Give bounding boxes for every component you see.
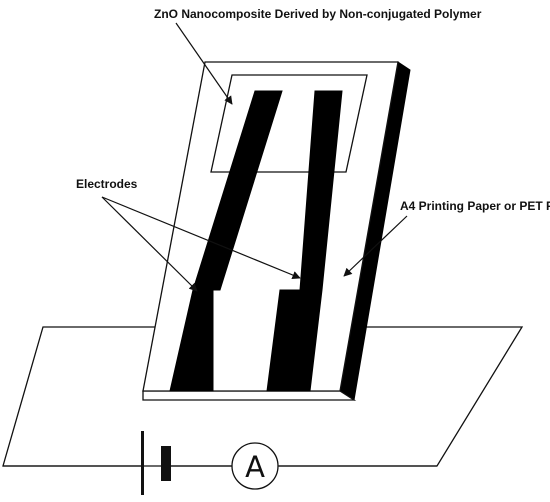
electrodes-label: Electrodes [76, 177, 138, 191]
substrate-label: A4 Printing Paper or PET Film [400, 199, 550, 213]
ammeter-icon: A [231, 442, 279, 490]
substrate-pointer-line [343, 215, 408, 277]
right-electrode [266, 90, 343, 392]
battery-negative-plate [161, 446, 171, 481]
ammeter-circle [231, 442, 279, 490]
left-electrode [169, 90, 283, 392]
ammeter-letter: A [245, 450, 265, 484]
substrate-thickness-bottom [142, 390, 357, 401]
electrode-pointer-left [101, 196, 198, 292]
composite-label: ZnO Nanocomposite Derived by Non-conjuga… [154, 7, 482, 21]
battery-icon [141, 431, 171, 495]
composite-pointer-line [175, 22, 233, 105]
electrode-pointer-right [101, 196, 301, 280]
battery-positive-plate [141, 431, 144, 495]
